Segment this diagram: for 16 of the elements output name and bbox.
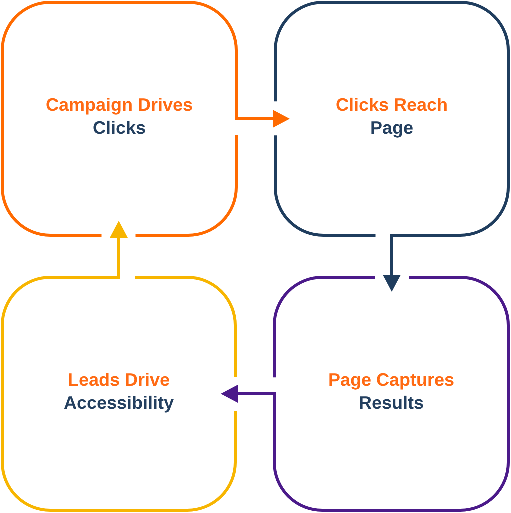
step-box [274,1,510,237]
step-box [1,276,237,512]
step-text: Results [358,392,424,414]
step-heading: Page Captures [328,368,455,392]
arrow [235,110,290,128]
step-heading: Clicks Reach [336,94,448,116]
arrow [110,221,128,279]
step-box [273,276,510,512]
step-box [1,1,238,237]
step-text: Page [370,116,414,140]
step-text: Accessibility [64,392,174,414]
step-heading: Leads Drive [68,368,170,392]
step-text: Clicks [92,116,146,140]
arrow [383,234,401,292]
arrow [221,385,276,403]
step-heading: Campaign Drives [46,94,194,116]
